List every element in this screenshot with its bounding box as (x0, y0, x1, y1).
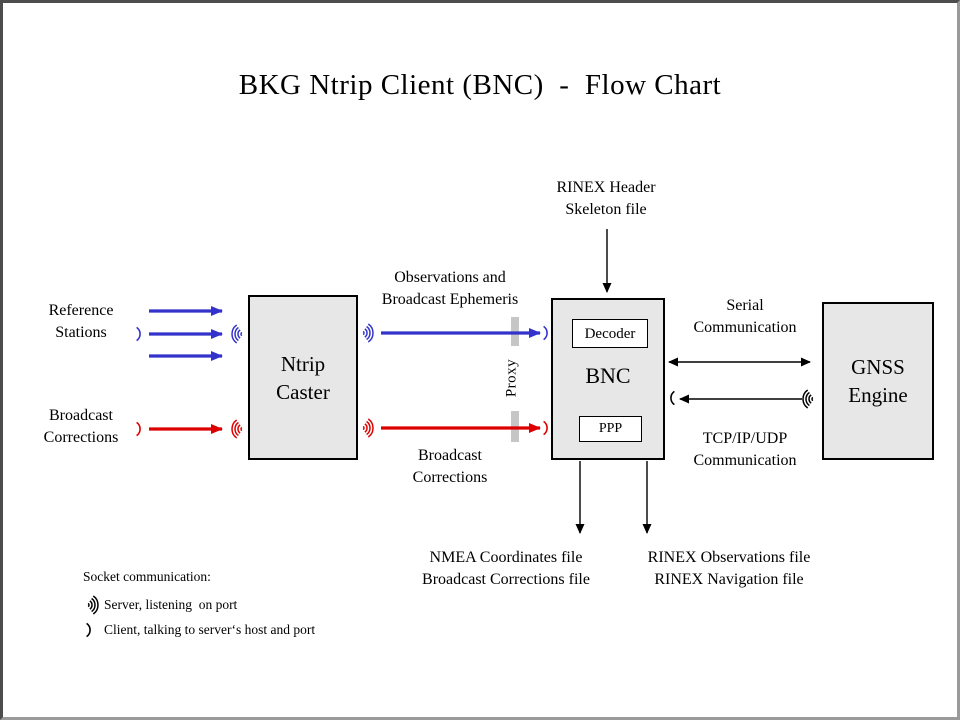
server-listen-icon-caster-left-red (231, 419, 243, 439)
proxy-bar-bottom (511, 411, 519, 442)
node-ppp-label: PPP (598, 421, 623, 436)
legend-client-icon (85, 622, 91, 638)
label-reference-stations: Reference Stations (48, 302, 114, 341)
server-listen-icon-caster-left-blue (231, 324, 243, 344)
node-decoder: Decoder (572, 319, 648, 348)
client-icon-bnc-tcpip (670, 390, 676, 406)
label-nmea-output-files: NMEA Coordinates file Broadcast Correcti… (422, 549, 590, 588)
node-bnc: Decoder BNC PPP (551, 298, 665, 460)
proxy-bar-top (511, 317, 519, 346)
node-ppp: PPP (579, 416, 642, 442)
page-title: BKG Ntrip Client (BNC) - Flow Chart (238, 69, 722, 101)
node-gnss-engine: GNSS Engine (822, 302, 934, 460)
client-icon-bnc-obs (542, 325, 548, 341)
node-ntrip-caster: Ntrip Caster (248, 295, 358, 460)
label-rinex-header-skeleton: RINEX Header Skeleton file (556, 179, 656, 218)
node-bnc-label: BNC (585, 363, 631, 388)
label-serial-communication: Serial Communication (693, 297, 797, 336)
server-listen-icon-caster-right-blue (362, 323, 374, 343)
label-rinex-output-files: RINEX Observations file RINEX Navigation… (647, 549, 811, 588)
server-listen-icon-gnss (802, 389, 814, 409)
node-decoder-label: Decoder (584, 325, 636, 342)
legend-server-text: Server, listening on port (104, 597, 238, 612)
client-icon-refstations (135, 326, 141, 342)
label-broadcast-corrections-mid: Broadcast Corrections (412, 447, 488, 486)
legend-heading: Socket communication: (83, 569, 211, 584)
node-gnss-engine-label: GNSS Engine (848, 355, 908, 407)
node-ntrip-caster-label: Ntrip Caster (276, 351, 330, 404)
client-icon-corrections (135, 421, 141, 437)
server-listen-icon-caster-right-red (362, 418, 374, 438)
label-broadcast-corrections-left: Broadcast Corrections (43, 407, 119, 446)
legend-client-text: Client, talking to server‘s host and por… (104, 622, 316, 637)
label-tcpip-communication: TCP/IP/UDP Communication (693, 430, 797, 469)
client-icon-bnc-corr (542, 420, 548, 436)
legend-server-icon (87, 595, 99, 615)
label-proxy: Proxy (503, 358, 520, 398)
label-observations-ephemeris: Observations and Broadcast Ephemeris (381, 269, 519, 308)
